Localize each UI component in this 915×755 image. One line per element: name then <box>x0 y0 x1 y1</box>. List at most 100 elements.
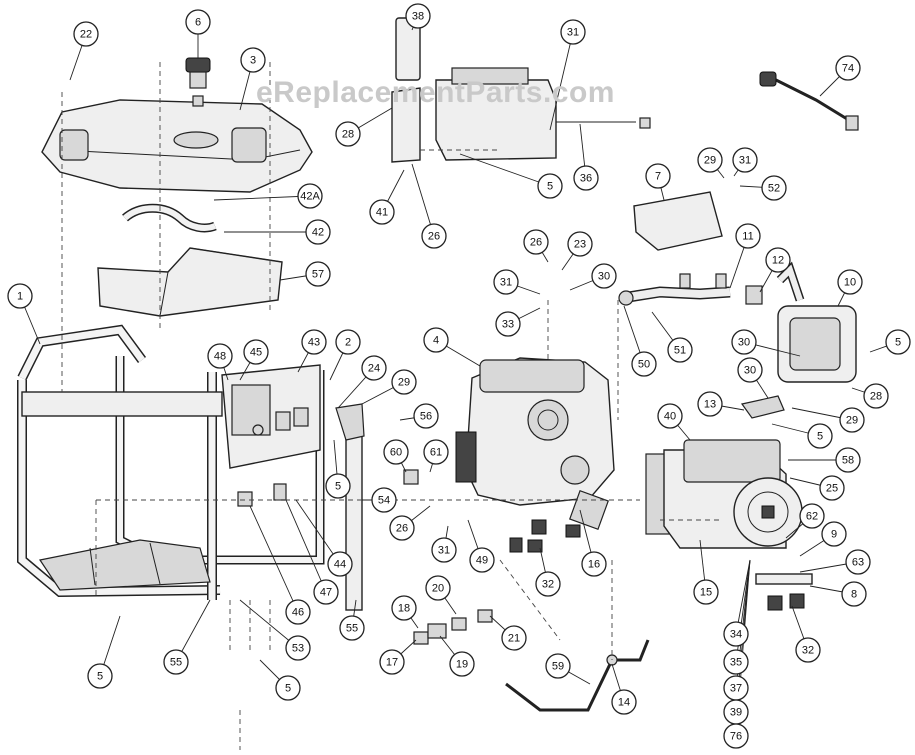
callout-31[interactable]: 31 <box>560 19 586 45</box>
callout-20[interactable]: 20 <box>425 575 451 601</box>
callout-number: 28 <box>342 129 354 141</box>
callout-42[interactable]: 42 <box>305 219 331 245</box>
callout-51[interactable]: 51 <box>667 337 693 363</box>
callout-43[interactable]: 43 <box>301 329 327 355</box>
leader-line <box>459 153 551 187</box>
callout-number: 6 <box>195 17 201 29</box>
callout-44[interactable]: 44 <box>327 551 353 577</box>
callout-36[interactable]: 36 <box>573 165 599 191</box>
callout-29[interactable]: 29 <box>697 147 723 173</box>
callout-47[interactable]: 47 <box>313 579 339 605</box>
callout-24[interactable]: 24 <box>361 355 387 381</box>
callout-15[interactable]: 15 <box>693 579 719 605</box>
callout-45[interactable]: 45 <box>243 339 269 365</box>
tray-panel <box>97 247 283 317</box>
callout-13[interactable]: 13 <box>697 391 723 417</box>
callout-39[interactable]: 39 <box>723 699 749 725</box>
callout-26[interactable]: 26 <box>421 223 447 249</box>
callout-55[interactable]: 55 <box>163 649 189 675</box>
callout-1[interactable]: 1 <box>7 283 33 309</box>
callout-26[interactable]: 26 <box>523 229 549 255</box>
callout-60[interactable]: 60 <box>383 439 409 465</box>
callout-17[interactable]: 17 <box>379 649 405 675</box>
callout-9[interactable]: 9 <box>821 521 847 547</box>
callout-40[interactable]: 40 <box>657 403 683 429</box>
callout-29[interactable]: 29 <box>391 369 417 395</box>
callout-32[interactable]: 32 <box>535 571 561 597</box>
callout-59[interactable]: 59 <box>545 653 571 679</box>
callout-12[interactable]: 12 <box>765 247 791 273</box>
callout-58[interactable]: 58 <box>835 447 861 473</box>
callout-21[interactable]: 21 <box>501 625 527 651</box>
callout-46[interactable]: 46 <box>285 599 311 625</box>
callout-33[interactable]: 33 <box>495 311 521 337</box>
callout-30[interactable]: 30 <box>591 263 617 289</box>
callout-55[interactable]: 55 <box>339 615 365 641</box>
callout-57[interactable]: 57 <box>305 261 331 287</box>
callout-5[interactable]: 5 <box>275 675 301 701</box>
callout-53[interactable]: 53 <box>285 635 311 661</box>
callout-19[interactable]: 19 <box>449 651 475 677</box>
callout-5[interactable]: 5 <box>537 173 563 199</box>
callout-63[interactable]: 63 <box>845 549 871 575</box>
callout-54[interactable]: 54 <box>371 487 397 513</box>
callout-circle <box>449 651 475 677</box>
callout-31[interactable]: 31 <box>493 269 519 295</box>
callout-30[interactable]: 30 <box>737 357 763 383</box>
callout-2[interactable]: 2 <box>335 329 361 355</box>
callout-23[interactable]: 23 <box>567 231 593 257</box>
callout-7[interactable]: 7 <box>645 163 671 189</box>
callout-31[interactable]: 31 <box>732 147 758 173</box>
callout-31[interactable]: 31 <box>431 537 457 563</box>
callout-50[interactable]: 50 <box>631 351 657 377</box>
callout-37[interactable]: 37 <box>723 675 749 701</box>
callout-34[interactable]: 34 <box>723 621 749 647</box>
callout-26[interactable]: 26 <box>389 515 415 541</box>
callout-6[interactable]: 6 <box>185 9 211 35</box>
callout-11[interactable]: 11 <box>735 223 761 249</box>
callout-8[interactable]: 8 <box>841 581 867 607</box>
callout-35[interactable]: 35 <box>723 649 749 675</box>
callout-circle <box>413 403 439 429</box>
callout-32[interactable]: 32 <box>795 637 821 663</box>
callout-48[interactable]: 48 <box>207 343 233 369</box>
callout-3[interactable]: 3 <box>240 47 266 73</box>
callout-38[interactable]: 38 <box>405 3 431 29</box>
callout-62[interactable]: 62 <box>799 503 825 529</box>
callout-28[interactable]: 28 <box>335 121 361 147</box>
callout-28[interactable]: 28 <box>863 383 889 409</box>
callout-number: 47 <box>320 587 332 599</box>
callout-10[interactable]: 10 <box>837 269 863 295</box>
callout-number: 39 <box>730 707 742 719</box>
callout-5[interactable]: 5 <box>87 663 113 689</box>
callout-76[interactable]: 76 <box>723 723 749 749</box>
callout-number: 53 <box>292 643 304 655</box>
callout-14[interactable]: 14 <box>611 689 637 715</box>
callout-number: 5 <box>817 431 823 443</box>
callout-circle <box>313 579 339 605</box>
callout-circle <box>240 47 266 73</box>
callout-18[interactable]: 18 <box>391 595 417 621</box>
callout-4[interactable]: 4 <box>423 327 449 353</box>
callout-5[interactable]: 5 <box>885 329 911 355</box>
callout-49[interactable]: 49 <box>469 547 495 573</box>
callout-22[interactable]: 22 <box>73 21 99 47</box>
callout-circle <box>421 223 447 249</box>
callout-30[interactable]: 30 <box>731 329 757 355</box>
callout-42A[interactable]: 42A <box>297 183 323 209</box>
callout-number: 10 <box>844 277 856 289</box>
callout-61[interactable]: 61 <box>423 439 449 465</box>
callout-16[interactable]: 16 <box>581 551 607 577</box>
callout-5[interactable]: 5 <box>325 473 351 499</box>
callout-circle <box>765 247 791 273</box>
callout-74[interactable]: 74 <box>835 55 861 81</box>
callout-number: 60 <box>390 447 402 459</box>
callout-5[interactable]: 5 <box>807 423 833 449</box>
callout-number: 61 <box>430 447 442 459</box>
callout-56[interactable]: 56 <box>413 403 439 429</box>
callout-circle <box>737 357 763 383</box>
callout-52[interactable]: 52 <box>761 175 787 201</box>
callout-41[interactable]: 41 <box>369 199 395 225</box>
callout-25[interactable]: 25 <box>819 475 845 501</box>
callout-29[interactable]: 29 <box>839 407 865 433</box>
